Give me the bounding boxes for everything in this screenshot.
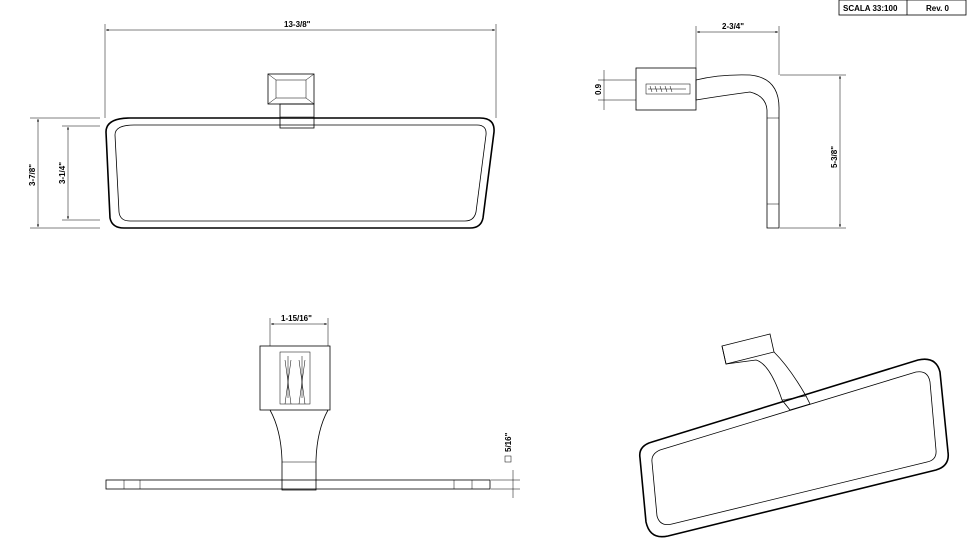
top-bar — [105, 479, 491, 490]
dim-bar-section: 5/16" — [504, 432, 513, 452]
dim-overall-height: 3-7/8" — [28, 164, 37, 186]
dim-mount-width: 1-15/16" — [281, 314, 312, 323]
top-view: 1-15/16" 5/16" — [105, 314, 520, 498]
top-stem — [269, 409, 329, 491]
front-ring-inner — [114, 124, 487, 222]
iso-ring-outer — [638, 358, 950, 538]
dim-total-height: 5-3/8" — [830, 146, 839, 168]
iso-mount — [721, 333, 775, 365]
front-stem — [279, 103, 315, 129]
top-wall-block — [259, 345, 331, 411]
front-view: 13-3/8" 3-7/8" 3-1/4" — [28, 20, 497, 229]
front-ring-outer — [105, 117, 495, 229]
square-section-icon — [504, 455, 512, 463]
dim-projection: 2-3/4" — [722, 22, 744, 31]
isometric-view — [638, 333, 950, 538]
side-arm — [695, 74, 780, 229]
side-view: 2-3/4" 0.9 5-3/8" — [594, 22, 846, 229]
dim-mount-block: 0.9 — [594, 83, 603, 95]
dim-overall-width: 13-3/8" — [284, 20, 311, 29]
iso-ring-inner — [651, 371, 937, 526]
scale-label: SCALA 33:100 — [843, 4, 898, 13]
revision-label: Rev. 0 — [926, 4, 950, 13]
title-block: SCALA 33:100 Rev. 0 — [838, 0, 967, 16]
front-mount-block — [267, 73, 315, 105]
dim-inner-height: 3-1/4" — [58, 162, 67, 184]
